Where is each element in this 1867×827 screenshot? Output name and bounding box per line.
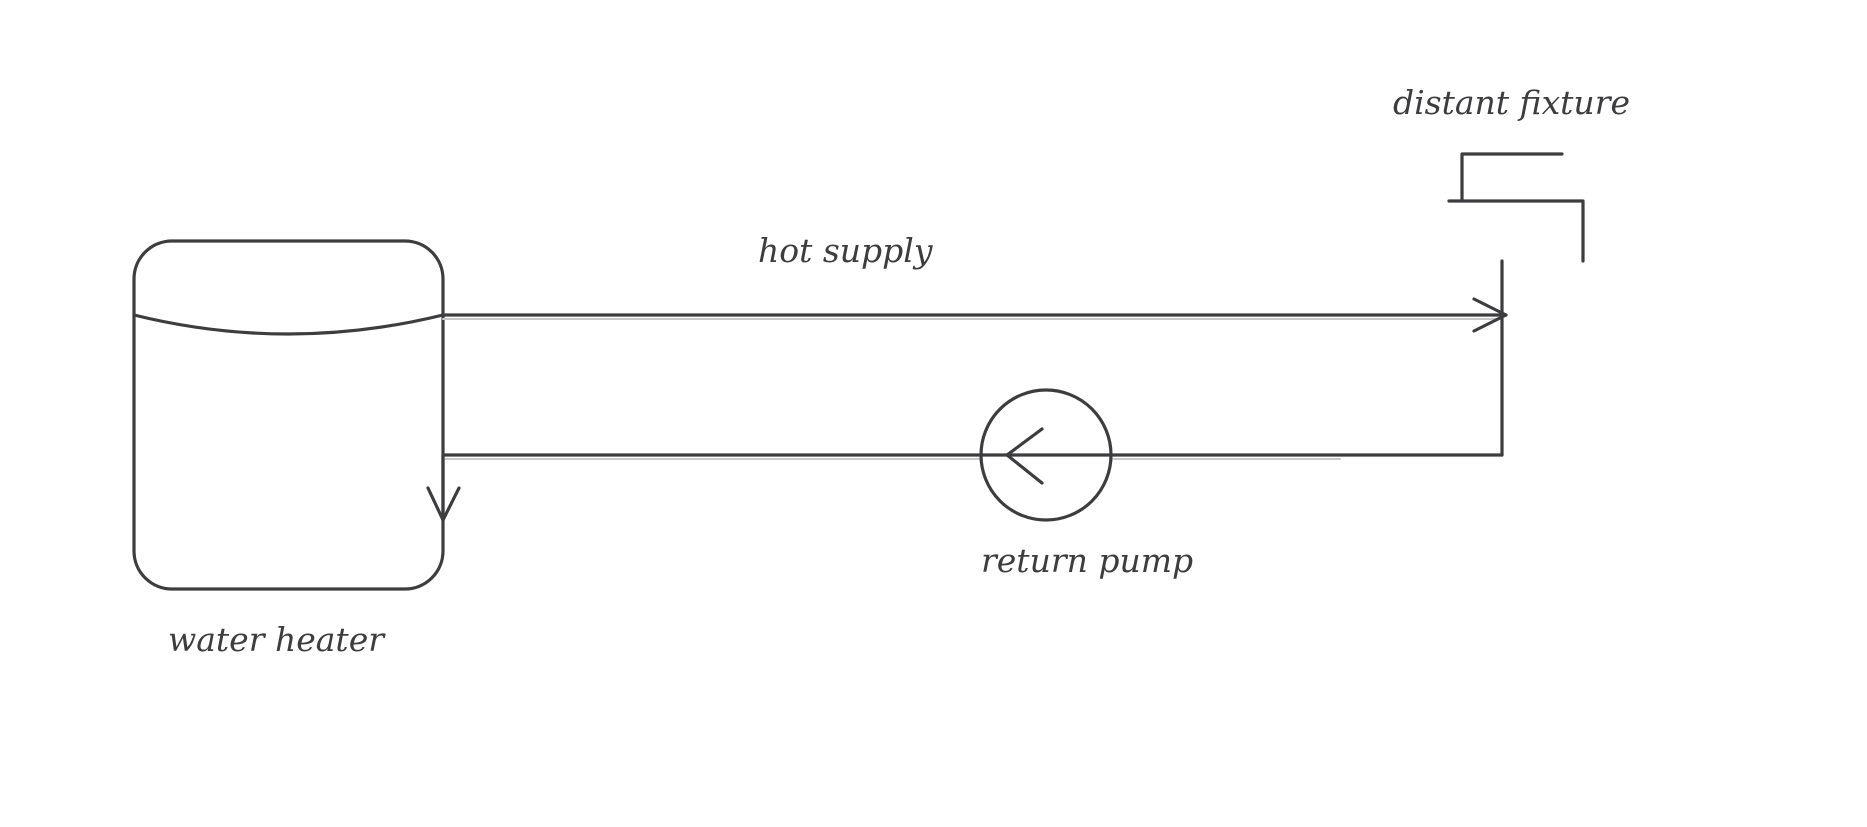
distant-fixture	[1447, 152, 1585, 457]
distant-fixture-label: distant fixture	[1393, 83, 1630, 122]
water-heater	[132, 239, 445, 591]
faucet-icon	[1447, 152, 1585, 263]
return-pump	[979, 388, 1113, 522]
return-pump-label: return pump	[981, 541, 1193, 580]
return-line	[426, 453, 1504, 522]
hot-supply-arrowhead	[1472, 297, 1508, 333]
pump-direction-chevron	[1005, 427, 1044, 485]
tank-water-line	[132, 313, 445, 336]
hot-supply-label: hot supply	[758, 231, 933, 270]
hot-supply-line	[441, 297, 1508, 333]
water-heater-label: water heater	[168, 620, 386, 659]
return-arrowhead	[426, 486, 461, 522]
tank-body	[132, 239, 445, 591]
